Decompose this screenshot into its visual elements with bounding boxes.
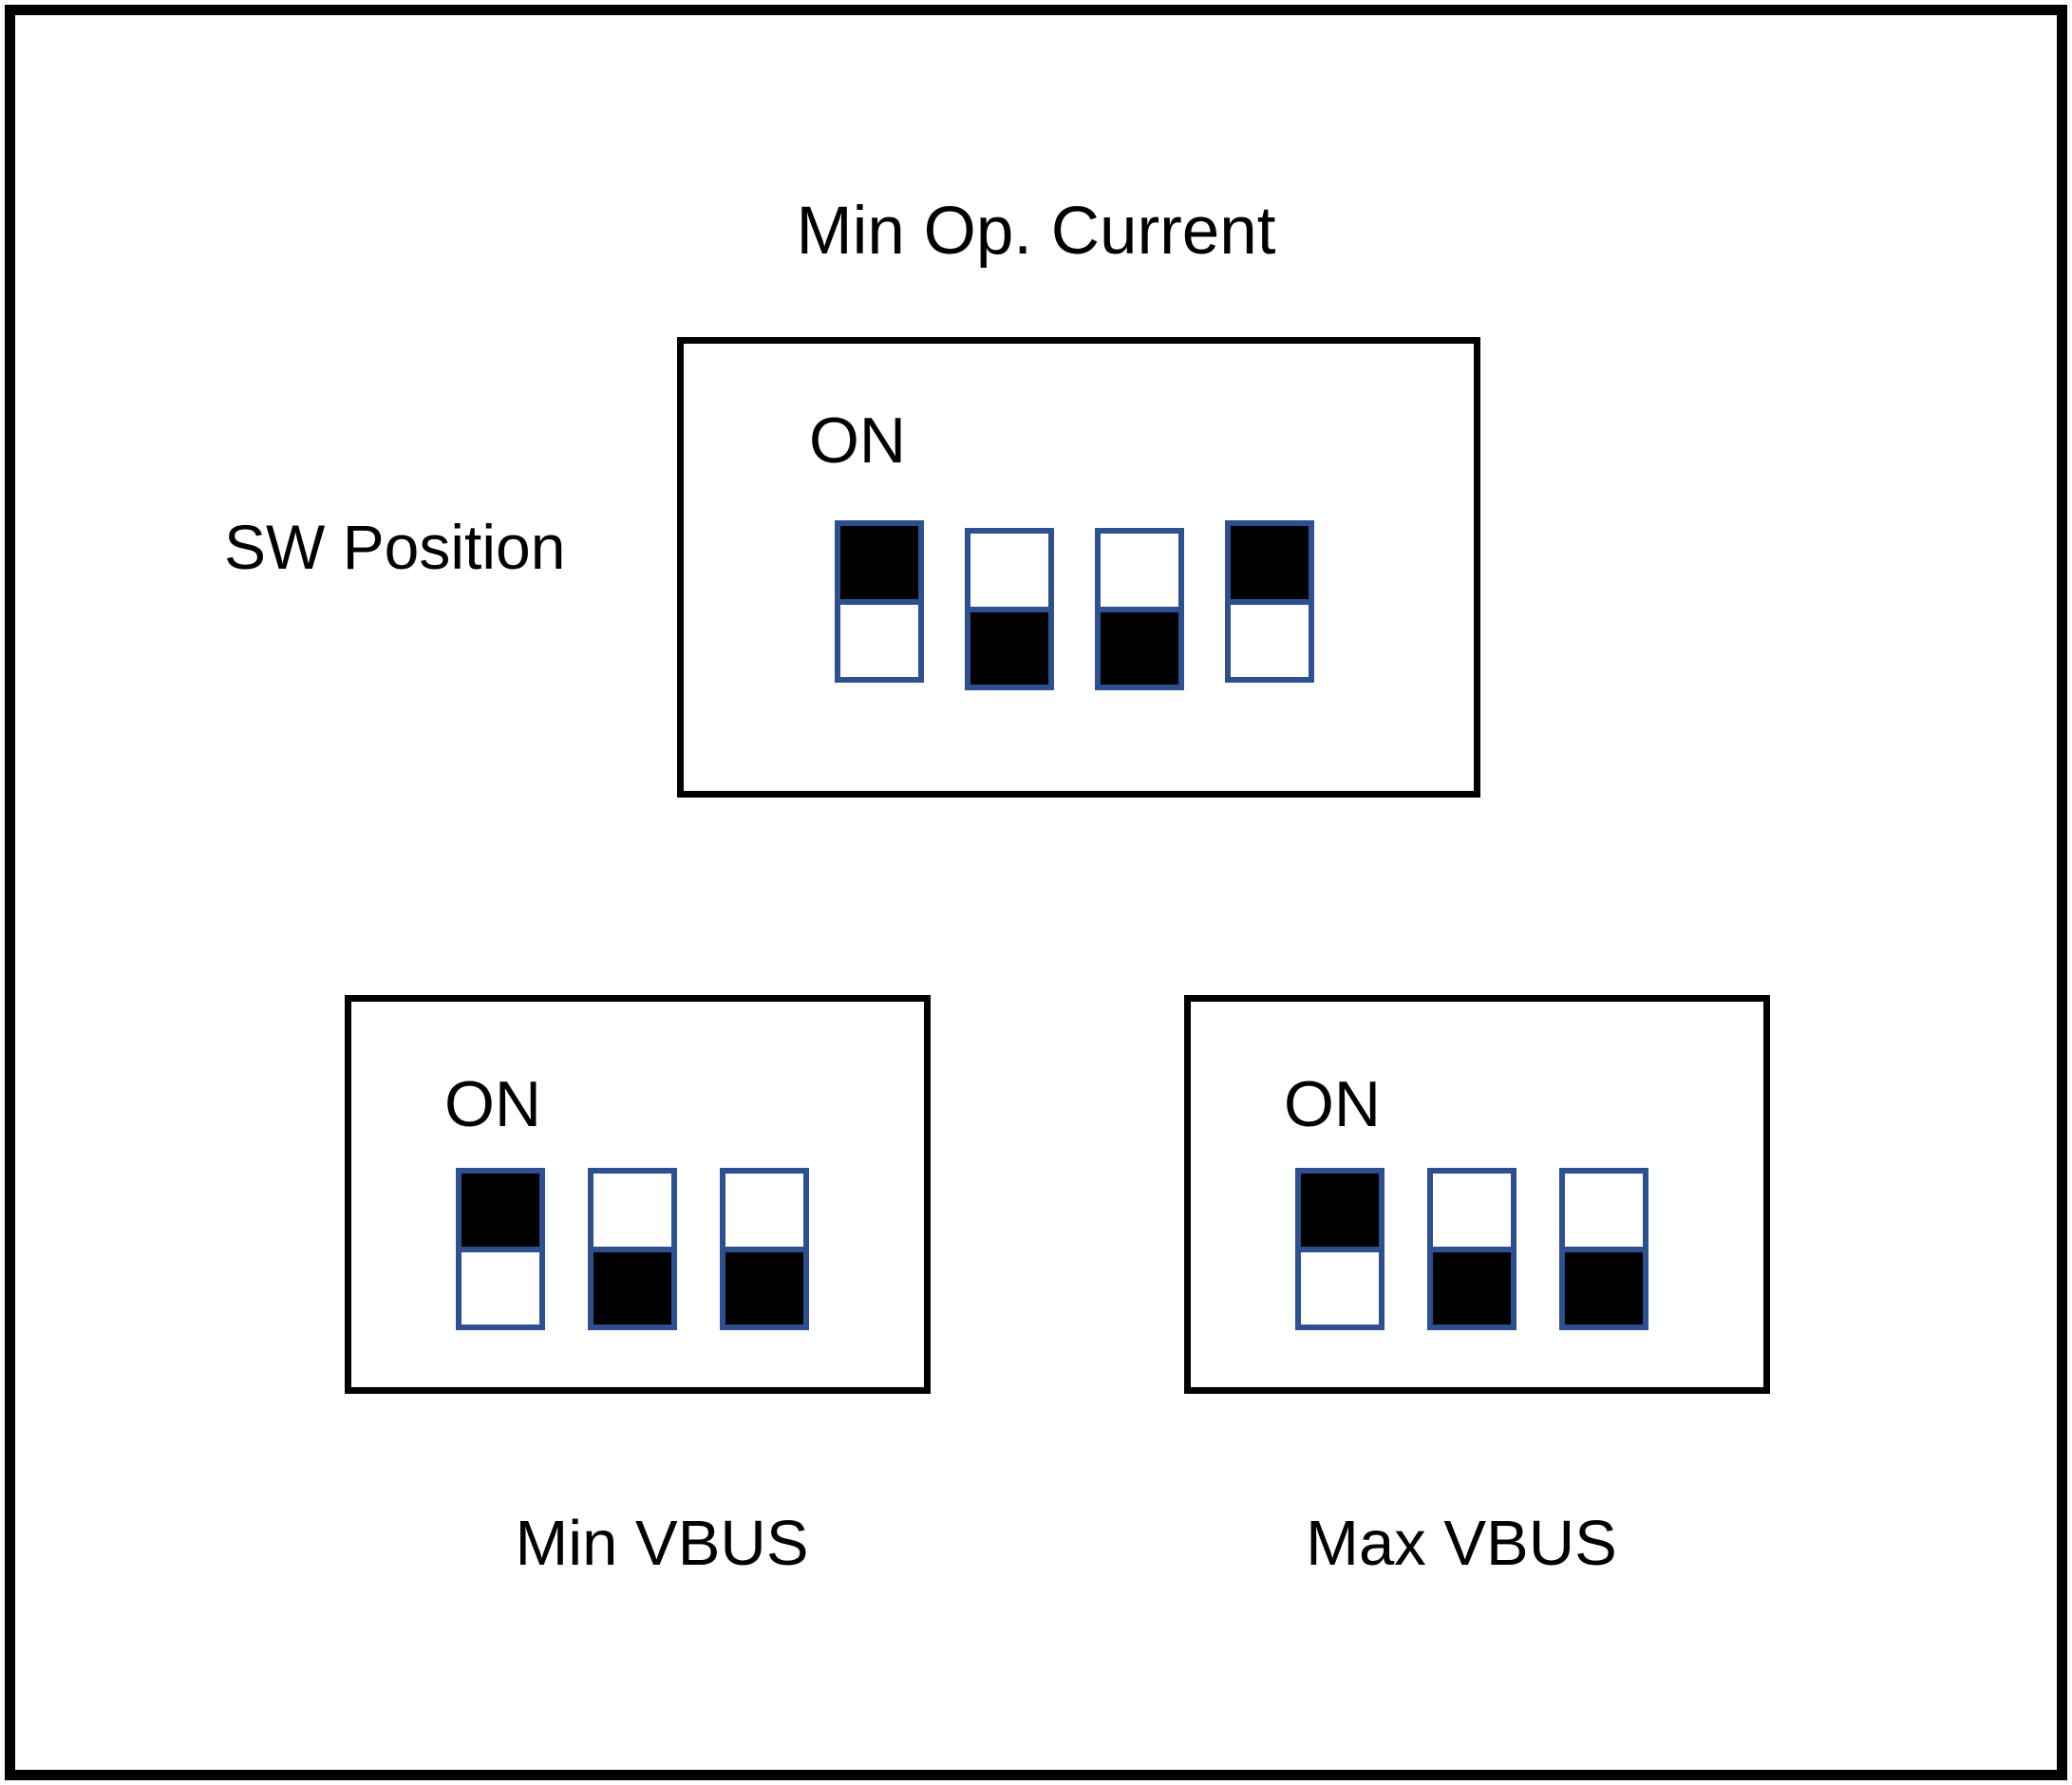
dip-switch-1-off-cell [835, 601, 924, 683]
dip-switch-3-on-cell [720, 1168, 809, 1250]
dip-switch-4-off-cell [1225, 601, 1314, 683]
switch-row-max-vbus [1295, 1168, 1648, 1330]
min-vbus-caption: Min VBUS [515, 1508, 809, 1579]
on-label: ON [809, 404, 906, 477]
dip-switch-1-off-cell [1295, 1249, 1384, 1330]
dip-switch-2-on-cell [965, 528, 1054, 610]
dip-switch-2-off-cell [588, 1249, 677, 1330]
dip-switch-1[interactable] [1295, 1168, 1384, 1330]
on-label: ON [1284, 1068, 1381, 1140]
dip-switch-1-on-cell [1295, 1168, 1384, 1250]
dip-switch-1-off-cell [456, 1249, 545, 1330]
dip-switch-1[interactable] [835, 520, 924, 683]
page-border [5, 5, 2067, 1780]
dip-switch-package-max-vbus: ON [1184, 995, 1770, 1394]
sw-position-label: SW Position [224, 512, 566, 582]
max-vbus-caption: Max VBUS [1306, 1508, 1617, 1579]
dip-switch-3-off-cell [1559, 1249, 1648, 1330]
dip-switch-1-on-cell [835, 520, 924, 602]
dip-switch-3[interactable] [1559, 1168, 1648, 1330]
dip-switch-2[interactable] [1427, 1168, 1516, 1330]
dip-switch-3-on-cell [1559, 1168, 1648, 1250]
dip-switch-1-on-cell [456, 1168, 545, 1250]
dip-switch-2-off-cell [1427, 1249, 1516, 1330]
dip-switch-2[interactable] [588, 1168, 677, 1330]
dip-switch-package-min-op-current: ON [677, 337, 1480, 798]
dip-switch-4[interactable] [1225, 520, 1314, 683]
dip-switch-2-on-cell [588, 1168, 677, 1250]
dip-switch-3-off-cell [1095, 609, 1184, 690]
switch-row-min-vbus [456, 1168, 809, 1330]
dip-switch-package-min-vbus: ON [345, 995, 931, 1394]
dip-switch-1[interactable] [456, 1168, 545, 1330]
dip-switch-2[interactable] [965, 528, 1054, 690]
switch-row-min-op-current [835, 520, 1314, 690]
on-label: ON [444, 1068, 541, 1140]
dip-switch-2-on-cell [1427, 1168, 1516, 1250]
dip-switch-2-off-cell [965, 609, 1054, 690]
dip-switch-4-on-cell [1225, 520, 1314, 602]
dip-switch-3-on-cell [1095, 528, 1184, 610]
dip-switch-3[interactable] [720, 1168, 809, 1330]
dip-switch-3[interactable] [1095, 528, 1184, 690]
dip-switch-3-off-cell [720, 1249, 809, 1330]
min-op-current-title: Min Op. Current [796, 194, 1276, 269]
